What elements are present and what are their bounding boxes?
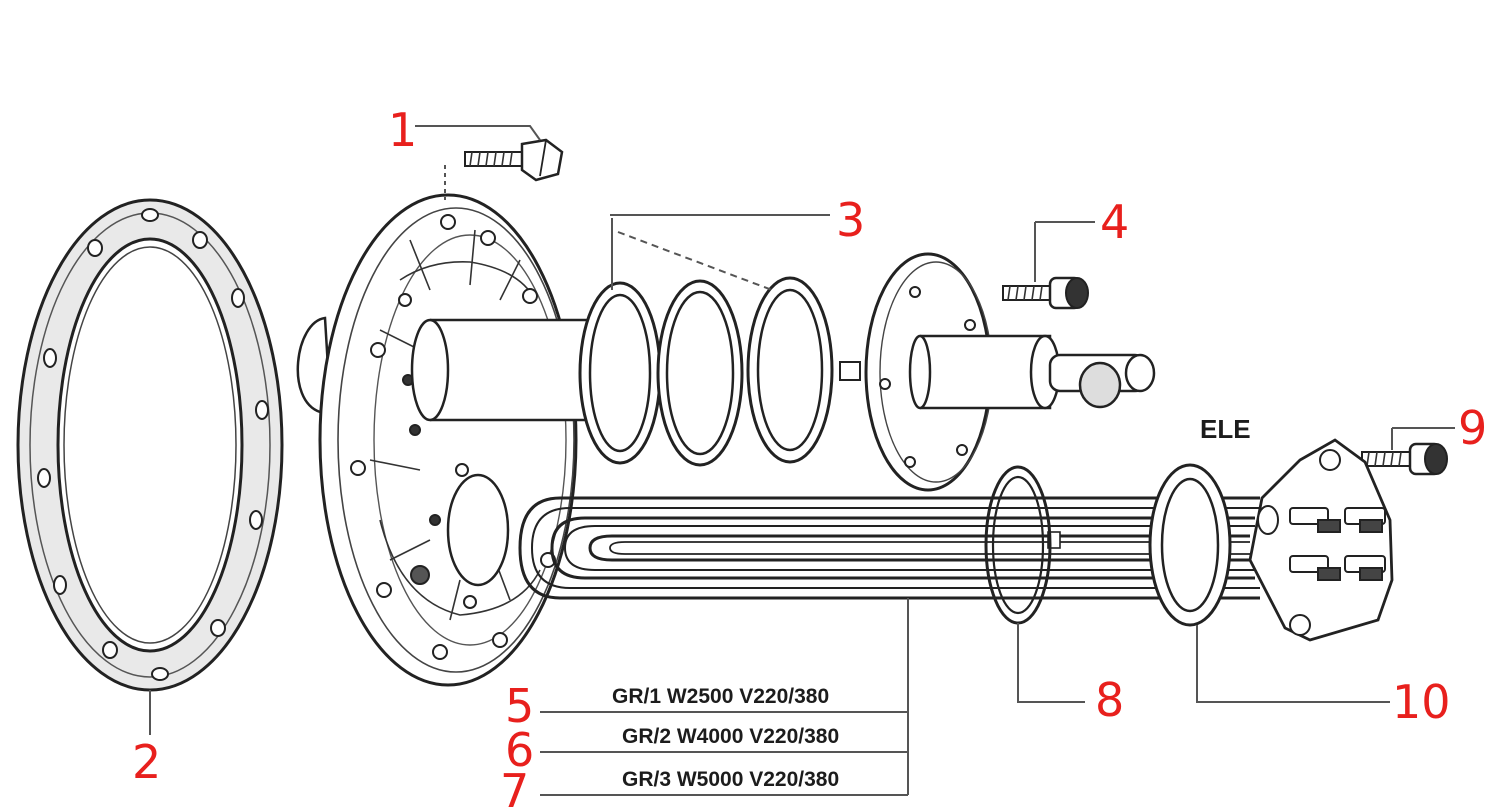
callout-9: 9 — [1458, 401, 1487, 455]
anode-tube — [410, 318, 602, 422]
callout-8: 8 — [1095, 673, 1124, 727]
element-label: ELE — [1200, 414, 1251, 444]
callout-5: 5 — [505, 679, 534, 733]
leader-lines — [149, 125, 1455, 796]
gasket-ring-part-2 — [16, 198, 284, 692]
terminal-studs — [1289, 507, 1386, 581]
hex-bolt-part-1 — [464, 138, 564, 182]
callout-6: 6 — [505, 723, 534, 777]
o-ring-part-8 — [984, 465, 1052, 625]
flange-holes — [350, 214, 556, 660]
cap-flange-assembly — [839, 252, 1156, 492]
spec-gr3: GR/3 W5000 V220/380 — [622, 768, 839, 791]
callout-1: 1 — [388, 103, 417, 157]
flange-plate — [296, 193, 578, 687]
socket-screw-part-9 — [1361, 442, 1448, 476]
callout-7: 7 — [500, 764, 529, 807]
element-terminal-head — [1248, 438, 1394, 642]
callout-10: 10 — [1392, 675, 1451, 729]
callout-numbers: 1 2 3 4 5 6 7 8 9 10 — [132, 103, 1487, 807]
callout-2: 2 — [132, 735, 161, 789]
gasket-part-10 — [1148, 463, 1232, 627]
spec-gr2: GR/2 W4000 V220/380 — [622, 725, 839, 748]
o-ring-set-part-3 — [578, 276, 834, 467]
spec-gr1: GR/1 W2500 V220/380 — [612, 685, 829, 708]
callout-3: 3 — [836, 193, 865, 247]
gasket-bolt-holes — [37, 208, 269, 681]
callout-4: 4 — [1100, 195, 1129, 249]
socket-screw-part-4 — [1002, 276, 1089, 310]
